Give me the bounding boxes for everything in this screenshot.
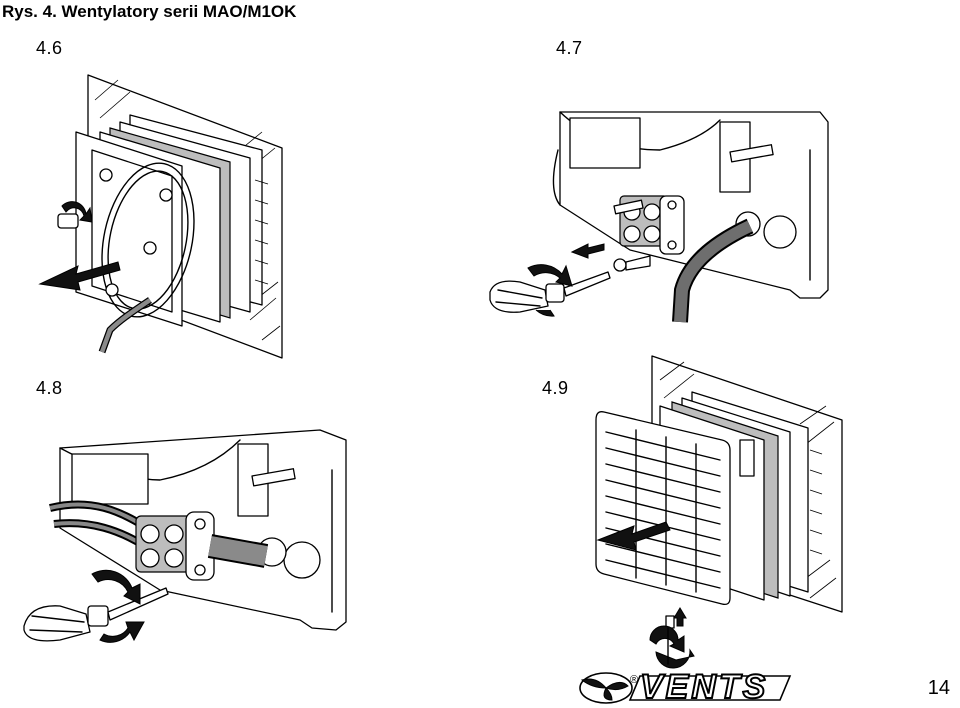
figure-title: Rys. 4. Wentylatory serii MAO/M1OK xyxy=(2,2,297,21)
diagram-4-9 xyxy=(595,355,843,669)
push-arrow-icon xyxy=(38,261,121,291)
panel-label-4-9: 4.9 xyxy=(542,378,569,398)
panel-label-4-7: 4.7 xyxy=(556,38,583,58)
panel-label-4-6: 4.6 xyxy=(36,38,63,58)
registered-mark: ® xyxy=(630,674,639,686)
diagram-4-6 xyxy=(38,74,283,359)
rotate-arrow-icon xyxy=(61,201,93,223)
diagram-4-7 xyxy=(489,111,829,323)
page-number: 14 xyxy=(927,677,950,699)
diagram-4-8 xyxy=(23,429,347,643)
screwdriver-icon xyxy=(489,271,611,313)
fan-logo-icon xyxy=(579,672,792,704)
panel-label-4-8: 4.8 xyxy=(36,378,63,398)
brand-logo: VENTS xyxy=(639,667,769,707)
